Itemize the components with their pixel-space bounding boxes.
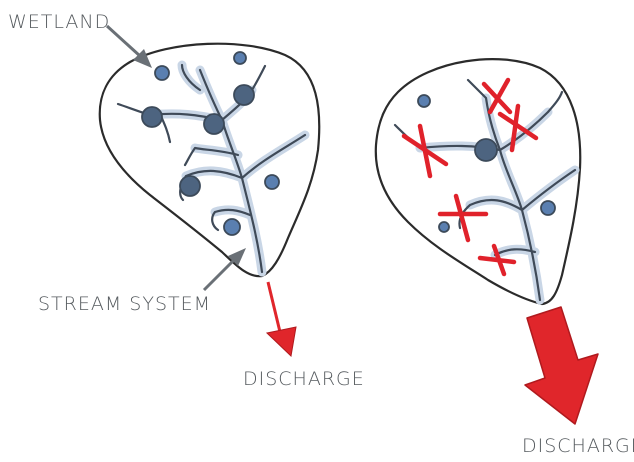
- wetland-node: [155, 66, 169, 80]
- left-watershed-outline: [100, 44, 320, 277]
- wetland-node: [418, 95, 430, 107]
- right-watershed-outline: [376, 59, 580, 304]
- wetland-node: [204, 114, 224, 134]
- wetland-node: [265, 175, 279, 189]
- discharge-label-left: DISCHARGE: [243, 368, 365, 390]
- wetland-node: [180, 176, 200, 196]
- wetland-label: WETLAND: [8, 11, 110, 33]
- wetland-node: [142, 107, 162, 127]
- discharge-arrow-icon: [525, 307, 598, 424]
- right-watershed: [376, 59, 598, 424]
- discharge-label-right: DISCHARGE: [522, 435, 634, 457]
- wetland-node: [234, 85, 254, 105]
- left-discharge-arrow: [267, 282, 296, 356]
- wetland-node: [475, 139, 497, 161]
- discharge-arrow-icon: [267, 327, 296, 356]
- wetland-node: [541, 201, 555, 215]
- wetland-node: [234, 52, 246, 64]
- stream-system-label: STREAM SYSTEM: [38, 293, 211, 315]
- wetland-node: [224, 219, 240, 235]
- wetland-node: [439, 222, 449, 232]
